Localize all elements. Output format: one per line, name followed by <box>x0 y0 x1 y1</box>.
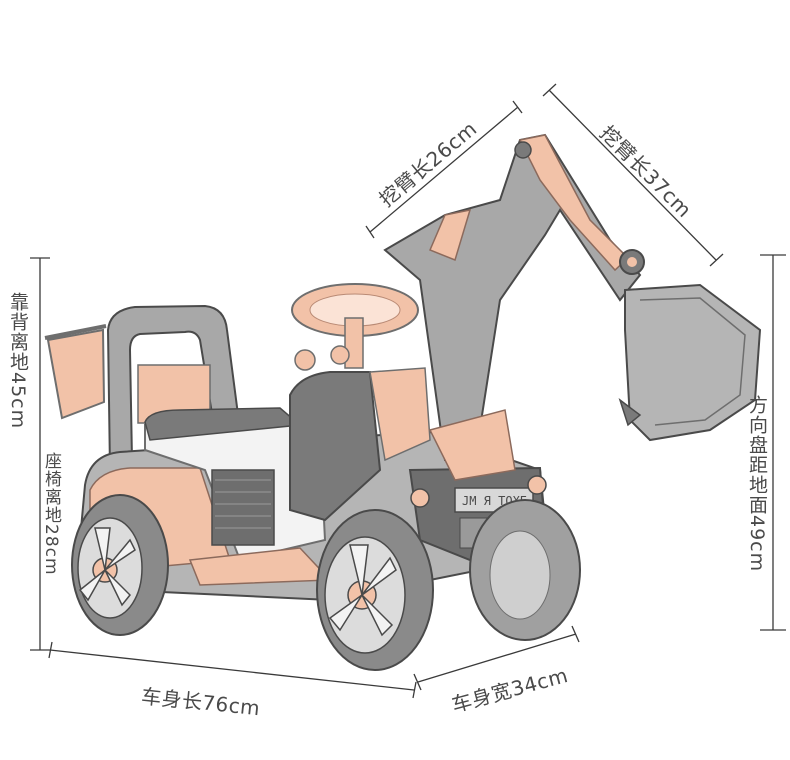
dim-line-width <box>417 633 577 683</box>
wheels <box>71 494 581 671</box>
excavator-arm <box>383 133 762 481</box>
front-left-wheel <box>316 509 434 671</box>
label-steering-height: 方向盘距地面49cm <box>746 395 768 573</box>
dim-line-arm-upper <box>369 106 519 233</box>
dimension-lines <box>30 83 786 699</box>
steering-wheel <box>291 283 419 371</box>
dim-line-arm-lower <box>548 89 717 261</box>
rear-basket <box>44 324 107 420</box>
label-backrest-height: 靠背离地45cm <box>7 292 29 430</box>
rear-left-wheel <box>71 494 169 636</box>
vehicle-body: JM Я TOXE <box>78 367 547 602</box>
label-seat-height: 座椅离地28cm <box>41 452 61 576</box>
dim-line-length <box>49 649 415 691</box>
front-right-wheel <box>469 499 581 641</box>
